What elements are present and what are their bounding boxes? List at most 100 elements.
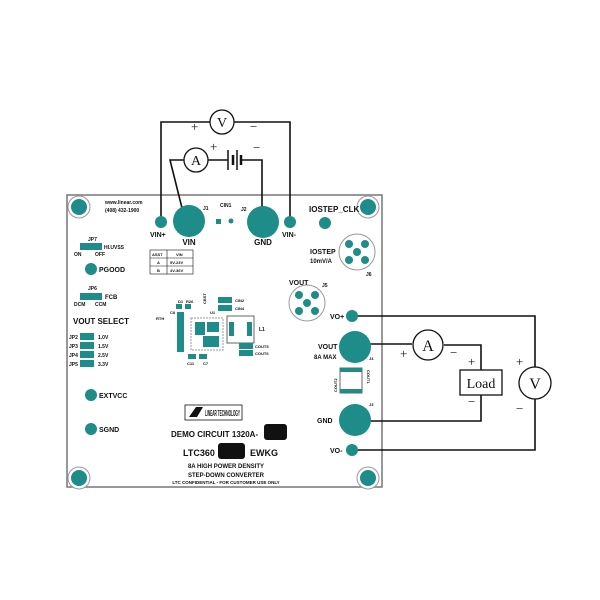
extvcc-terminal[interactable]: EXTVCC xyxy=(85,389,127,401)
part-suffix: EWKG xyxy=(250,448,278,458)
redacted-box xyxy=(264,424,287,440)
svg-text:+: + xyxy=(468,354,475,369)
svg-text:J1: J1 xyxy=(203,206,209,212)
svg-text:+: + xyxy=(400,346,407,361)
vo-plus-terminal[interactable]: VO+ xyxy=(330,310,358,322)
j3-gnd-terminal[interactable]: GND J3 xyxy=(317,402,374,436)
output-voltmeter: V + − xyxy=(516,354,552,416)
svg-text:Load: Load xyxy=(467,377,496,392)
svg-text:GND: GND xyxy=(317,418,333,425)
svg-text:COUT5: COUT5 xyxy=(255,344,269,349)
svg-text:JP3: JP3 xyxy=(69,344,78,350)
svg-text:C8: C8 xyxy=(170,310,176,315)
jp7-jumper[interactable]: JP7 HI.UVSS ON OFF xyxy=(74,237,125,258)
component-area: D1 R26 CBST CIN2 CIN4 RTH C8 U1 L1 C11 C… xyxy=(156,293,371,394)
j2-gnd-terminal[interactable]: J2 GND xyxy=(241,206,279,247)
svg-text:JP6: JP6 xyxy=(88,286,97,292)
cin1: CIN1 xyxy=(216,203,234,224)
svg-text:LINEAR TECHNOLOGY: LINEAR TECHNOLOGY xyxy=(205,409,240,418)
svg-text:PGOOD: PGOOD xyxy=(99,267,125,274)
jp6-fcb-jumper[interactable]: JP6 FCB DCM CCM xyxy=(74,286,118,308)
svg-text:+: + xyxy=(191,119,198,134)
svg-text:J2: J2 xyxy=(241,207,247,213)
description-line1: 8A HIGH POWER DENSITY xyxy=(188,464,264,470)
svg-text:−: − xyxy=(450,345,457,360)
vo-minus-terminal[interactable]: VO- xyxy=(330,444,358,456)
j5-vout-connector[interactable]: VOUT J5 xyxy=(288,280,328,322)
input-ammeter: A xyxy=(183,147,209,173)
sgnd-terminal[interactable]: SGND xyxy=(85,423,119,435)
load-box: Load + − xyxy=(459,354,503,409)
svg-text:5V-23V: 5V-23V xyxy=(170,260,183,265)
iostep-clk-terminal[interactable]: IOSTEP_CLK xyxy=(309,205,359,229)
svg-text:C7: C7 xyxy=(203,361,209,366)
svg-text:DCM: DCM xyxy=(74,302,85,308)
input-voltmeter-wire xyxy=(160,121,291,218)
svg-text:JP5: JP5 xyxy=(69,362,78,368)
svg-text:10mV/A: 10mV/A xyxy=(310,259,333,265)
svg-text:IOSTEP_CLK: IOSTEP_CLK xyxy=(309,205,359,214)
svg-text:V: V xyxy=(217,116,227,131)
svg-text:FCB: FCB xyxy=(105,295,118,301)
svg-text:B: B xyxy=(157,268,160,273)
svg-text:VIN+: VIN+ xyxy=(150,232,166,239)
linear-logo: LINEAR TECHNOLOGY xyxy=(184,404,243,421)
svg-text:−: − xyxy=(516,401,523,416)
pgood-terminal[interactable]: PGOOD xyxy=(85,263,125,275)
vin-plus-terminal[interactable]: VIN+ xyxy=(150,216,167,239)
svg-text:GND: GND xyxy=(254,238,272,247)
input-voltmeter: V + − xyxy=(191,109,257,135)
svg-text:U1: U1 xyxy=(210,310,216,315)
svg-text:2.5V: 2.5V xyxy=(98,353,109,359)
description-line2: STEP-DOWN CONVERTER xyxy=(188,473,265,479)
svg-text:EXTVCC: EXTVCC xyxy=(99,393,127,400)
assembly-table: ASST VIN A 5V-23V B 4V-36V xyxy=(149,249,194,275)
svg-text:+: + xyxy=(516,354,523,369)
battery-icon: + − xyxy=(210,139,260,170)
svg-text:D1: D1 xyxy=(178,299,184,304)
svg-text:−: − xyxy=(250,119,257,134)
svg-text:−: − xyxy=(253,140,260,155)
vin-minus-terminal[interactable]: VIN- xyxy=(282,216,297,239)
svg-text:VO+: VO+ xyxy=(330,314,344,321)
svg-text:+: + xyxy=(210,139,217,154)
svg-text:VIN: VIN xyxy=(182,238,196,247)
output-voltmeter-wire xyxy=(356,315,536,451)
input-source-wire xyxy=(168,159,263,213)
svg-text:J4: J4 xyxy=(369,356,374,361)
svg-text:CIN4: CIN4 xyxy=(235,306,245,311)
svg-text:CIN1: CIN1 xyxy=(220,203,232,209)
j4-vout-terminal[interactable]: VOUT 8A MAX J4 xyxy=(314,331,374,363)
svg-text:J5: J5 xyxy=(322,283,328,289)
mounting-holes xyxy=(67,195,380,490)
svg-text:R26: R26 xyxy=(186,299,194,304)
svg-text:A: A xyxy=(422,338,434,355)
svg-text:1.0V: 1.0V xyxy=(98,335,109,341)
svg-text:C11: C11 xyxy=(187,361,195,366)
svg-text:JP2: JP2 xyxy=(69,335,78,341)
j6-iostep-connector[interactable]: IOSTEP 10mV/A J6 xyxy=(310,233,376,278)
svg-text:ON: ON xyxy=(74,252,82,258)
vout-select-label: VOUT SELECT xyxy=(73,317,129,326)
svg-text:J6: J6 xyxy=(366,272,372,278)
svg-text:CIN2: CIN2 xyxy=(235,298,245,303)
svg-text:HI.UVSS: HI.UVSS xyxy=(104,245,125,251)
demo-circuit-label: DEMO CIRCUIT 1320A- xyxy=(171,430,258,439)
svg-text:IOSTEP: IOSTEP xyxy=(310,249,336,256)
svg-text:OFF: OFF xyxy=(95,252,105,258)
svg-text:A: A xyxy=(191,154,202,169)
svg-text:4V-36V: 4V-36V xyxy=(170,268,183,273)
svg-text:3.3V: 3.3V xyxy=(98,362,109,368)
svg-text:L1: L1 xyxy=(259,327,265,333)
svg-text:ASST: ASST xyxy=(152,252,163,257)
svg-text:−: − xyxy=(468,394,475,409)
confidential-note: LTC CONFIDENTIAL - FOR CUSTOMER USE ONLY xyxy=(172,480,279,485)
svg-text:J3: J3 xyxy=(369,402,374,407)
board-outline xyxy=(66,194,383,488)
svg-text:CCM: CCM xyxy=(95,302,106,308)
svg-text:A: A xyxy=(157,260,160,265)
svg-text:SGND: SGND xyxy=(99,427,119,434)
j1-vin-terminal[interactable]: J1 VIN xyxy=(173,205,209,247)
